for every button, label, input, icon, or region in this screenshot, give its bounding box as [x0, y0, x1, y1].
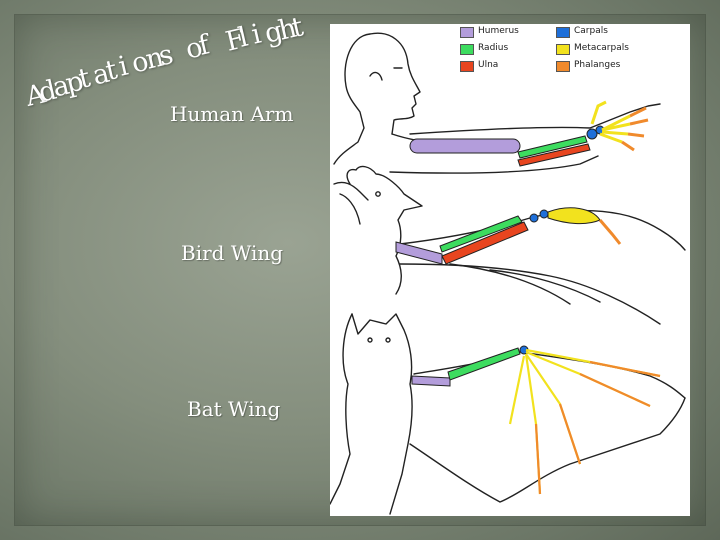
bird-bones: [395, 207, 622, 265]
legend-label: Ulna: [478, 60, 499, 70]
legend-swatch: [556, 61, 570, 72]
human-humerus: [409, 138, 521, 154]
legend-label: Phalanges: [574, 60, 621, 70]
label-bat-wing: Bat Wing: [187, 397, 281, 421]
bird-humerus: [395, 241, 443, 265]
bone-legend: Humerus Carpals Radius Metacarpals Ulna …: [460, 24, 690, 76]
legend-swatch: [460, 44, 474, 55]
bird-radius: [439, 215, 523, 253]
bat-bones: [411, 345, 661, 495]
legend-swatch: [460, 61, 474, 72]
legend-label: Metacarpals: [574, 43, 629, 53]
legend-swatch: [460, 27, 474, 38]
legend-label: Carpals: [574, 26, 608, 36]
legend-swatch: [556, 27, 570, 38]
bird-figure: [339, 165, 686, 325]
legend-label: Humerus: [478, 26, 519, 36]
limb-comparison-figure: Humerus Carpals Radius Metacarpals Ulna …: [330, 24, 690, 516]
human-figure: [333, 32, 441, 201]
label-bird-wing: Bird Wing: [181, 241, 284, 265]
human-bones: [409, 100, 649, 167]
bat-humerus: [411, 375, 451, 387]
limb-illustration: [330, 32, 686, 515]
slide-frame: [14, 14, 706, 526]
legend-label: Radius: [478, 43, 509, 53]
legend-swatch: [556, 44, 570, 55]
label-human-arm: Human Arm: [170, 102, 294, 126]
bat-radius: [447, 347, 521, 381]
human-radius: [517, 135, 588, 159]
human-ulna: [517, 143, 591, 167]
bird-ulna: [441, 221, 529, 265]
bat-figure: [330, 313, 686, 515]
